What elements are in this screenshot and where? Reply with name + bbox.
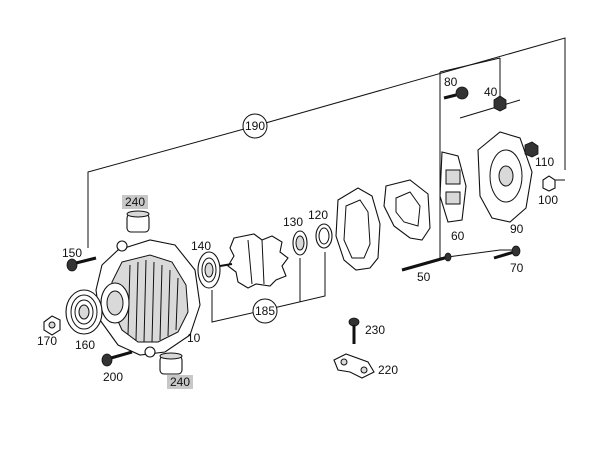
bracket-220 [333, 353, 375, 379]
leader-60 [459, 99, 521, 119]
regulator-60 [439, 151, 467, 223]
label-230: 230 [365, 323, 385, 337]
nut-40 [493, 95, 507, 112]
nut-100 [542, 175, 556, 192]
label-240-top: 240 [125, 195, 145, 209]
label-170: 170 [37, 334, 57, 348]
bearing-130 [292, 230, 308, 256]
bearing-140 [197, 251, 221, 289]
bolt-150 [66, 256, 97, 272]
label-90: 90 [510, 222, 524, 236]
label-highlight-240-bottom [167, 375, 193, 389]
nut-110 [524, 141, 539, 158]
rectifier [383, 179, 431, 241]
bolt-70 [493, 245, 521, 260]
label-110: 110 [535, 155, 554, 169]
bolt-80 [443, 86, 469, 100]
label-190: 190 [245, 119, 265, 133]
part-labels: 10 40 50 60 70 80 90 100 110 120 130 140… [37, 75, 558, 389]
label-120: 120 [308, 208, 328, 222]
stator [335, 187, 381, 271]
label-100: 100 [538, 193, 558, 207]
pulley [65, 289, 103, 335]
label-220: 220 [378, 363, 398, 377]
nut-170 [43, 315, 61, 336]
sleeve-240-bottom [159, 352, 183, 375]
sleeve-240-top [126, 210, 150, 233]
callout-circle-185 [252, 298, 278, 324]
label-150: 150 [62, 246, 82, 260]
alternator-housing [95, 239, 201, 358]
label-highlight-240-top [122, 195, 148, 209]
callout-circle-190 [242, 113, 268, 139]
label-50: 50 [417, 270, 431, 284]
leader-top [439, 57, 501, 73]
rotor [219, 233, 289, 289]
bolt-50 [401, 252, 452, 272]
label-240-bottom: 240 [170, 375, 190, 389]
label-40: 40 [484, 85, 498, 99]
label-80: 80 [444, 75, 458, 89]
label-200: 200 [103, 370, 123, 384]
rear-cover-90 [477, 131, 533, 223]
bolt-200 [101, 350, 133, 367]
ring-120 [315, 223, 333, 249]
label-160: 160 [75, 338, 95, 352]
label-185: 185 [255, 304, 275, 318]
bolt-230 [348, 317, 360, 344]
label-60: 60 [451, 229, 465, 243]
label-130: 130 [283, 215, 303, 229]
label-70: 70 [510, 261, 524, 275]
label-140: 140 [191, 239, 211, 253]
label-10: 10 [187, 331, 201, 345]
